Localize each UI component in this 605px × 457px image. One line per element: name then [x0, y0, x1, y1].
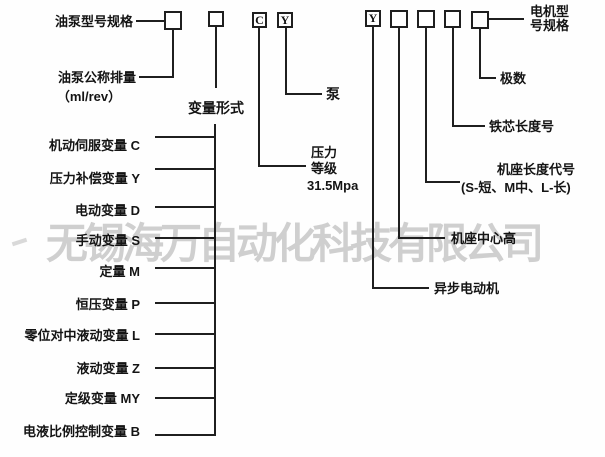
- pump-code-box-C: C: [252, 12, 267, 28]
- pump-label: 泵: [326, 86, 340, 102]
- motor-model-connector-line: [489, 18, 524, 20]
- frame-center-height-connector-line: [398, 237, 445, 239]
- pump-code-box-2: [208, 11, 224, 27]
- core-length-label: 铁芯长度号: [489, 119, 555, 134]
- motor-code-box-Y: Y: [365, 10, 381, 27]
- motor-box3-drop-line: [425, 28, 427, 183]
- pump-boxC-drop-line: [258, 27, 260, 167]
- motor-box4-drop-line: [452, 28, 454, 127]
- pump-model-spec-label: 油泵型号规格: [54, 14, 133, 29]
- pump-code-box-Y: Y: [277, 12, 293, 28]
- pump-displacement-unit: （ml/rev）: [56, 89, 122, 104]
- async-motor-label: 异步电动机: [434, 281, 500, 296]
- variant-label-P: 恒压变量 P: [75, 297, 140, 312]
- pump-code-box-1: [164, 11, 182, 30]
- poles-label: 极数: [500, 71, 527, 86]
- variant-branch-line-2: [155, 168, 216, 170]
- pressure-grade-connector-line: [258, 165, 306, 167]
- frame-length-connector-line: [425, 181, 460, 183]
- motor-model-spec-line2: 号规格: [530, 18, 570, 33]
- variant-label-MY: 定级变量 MY: [64, 391, 140, 406]
- pump-connector-line: [285, 93, 322, 95]
- frame-length-codes: (S-短、M中、L-长): [461, 180, 571, 195]
- motor-code-box-2: [390, 10, 408, 28]
- pump-box2-drop-line: [215, 26, 217, 88]
- pressure-grade-line2: 等级: [311, 161, 338, 176]
- variant-branch-line-5: [155, 267, 216, 269]
- async-motor-connector-line: [372, 287, 429, 289]
- variant-label-S: 手动变量 S: [75, 233, 140, 248]
- variant-branch-line-3: [155, 206, 216, 208]
- motor-box2-drop-line: [398, 28, 400, 239]
- variant-branch-line-10: [155, 434, 216, 436]
- variant-branch-line-6: [155, 302, 216, 304]
- pump-displacement-label: 油泵公称排量: [57, 70, 136, 85]
- pressure-grade-value: 31.5Mpa: [307, 178, 359, 193]
- motor-code-box-5: [471, 11, 489, 29]
- variant-label-D: 电动变量 D: [74, 203, 140, 218]
- variant-collector-line: [214, 124, 216, 436]
- variant-label-B: 电液比例控制变量 B: [22, 424, 140, 439]
- variant-label-Y: 压力补偿变量 Y: [49, 171, 140, 186]
- variant-branch-line-9: [155, 397, 216, 399]
- pressure-grade-line1: 压力: [311, 145, 338, 160]
- pump-displacement-connector-line: [139, 76, 174, 78]
- pump-boxY-drop-line: [285, 27, 287, 95]
- variant-label-C: 机动伺服变量 C: [48, 138, 140, 153]
- motor-code-box-4: [444, 10, 461, 28]
- motor-model-spec-line1: 电机型: [530, 4, 570, 19]
- variant-branch-line-7: [155, 333, 216, 335]
- frame-length-label: 机座长度代号: [497, 162, 576, 177]
- poles-connector-line: [479, 77, 496, 79]
- variant-label-Z: 液动变量 Z: [76, 361, 140, 376]
- variant-branch-line-1: [155, 136, 216, 138]
- motor-boxY-drop-line: [372, 27, 374, 289]
- variant-label-L: 零位对中液动变量 L: [24, 328, 140, 343]
- frame-center-height-label: 机座中心高: [451, 231, 517, 246]
- variant-label-M: 定量 M: [99, 264, 140, 279]
- motor-code-box-3: [417, 10, 435, 28]
- pump-model-connector-line: [136, 20, 164, 22]
- variable-form-label: 变量形式: [188, 100, 244, 116]
- pump-box1-drop-line: [172, 29, 174, 77]
- motor-box5-drop-line: [479, 29, 481, 79]
- variant-branch-line-4: [155, 237, 216, 239]
- watermark-text: 无锡海万自动化科技有限公司: [46, 220, 544, 267]
- core-length-connector-line: [452, 125, 485, 127]
- variant-branch-line-8: [155, 367, 216, 369]
